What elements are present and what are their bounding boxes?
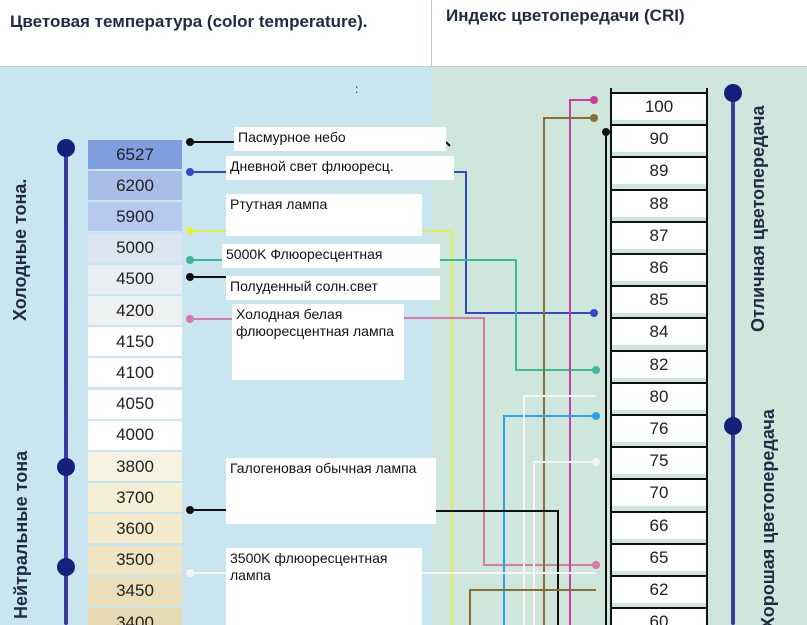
temperature-cell: 5000: [88, 233, 182, 263]
overcast-arrow: [445, 141, 451, 147]
good-cri-marker: [724, 417, 742, 435]
cold-tones-label: Холодные тона.: [10, 178, 30, 321]
temperature-cell: 3600: [88, 514, 182, 544]
cri-cell: 76: [612, 414, 706, 442]
daylight-dot-left: [186, 168, 194, 176]
label-halogen-lamp: Галогеновая обычная лампа: [226, 458, 436, 524]
temperature-cell: 4100: [88, 358, 182, 388]
coolwhite-dot-left: [186, 315, 194, 323]
daylight-dot-right: [590, 309, 598, 317]
temperature-cell: 4000: [88, 420, 182, 450]
cri-column-left-border: [610, 88, 612, 625]
fluor5000-connector: [440, 259, 596, 371]
cri-100-dot: [590, 96, 598, 104]
cri-cell: 62: [612, 575, 706, 603]
good-cri-label: Хорошая цветопередача: [758, 409, 778, 625]
temperature-scale-line: [64, 146, 68, 625]
cri-cell: 85: [612, 285, 706, 314]
cri-62-connector: [469, 589, 596, 625]
halogen-dot: [186, 506, 194, 514]
cri-90-dot: [602, 128, 610, 136]
label-noon-sunlight: Полуденный солн.свет: [226, 276, 440, 300]
cri-scale-line: [731, 90, 735, 625]
color-temperature-header: Цветовая температура (color temperature)…: [0, 0, 432, 67]
cri-cell: 89: [612, 156, 706, 185]
cri-75-connector: [533, 461, 596, 625]
label-3500k-fluorescent: 3500K флюоресцентная лампа: [226, 548, 422, 625]
halogen-connector: [436, 510, 559, 625]
neutral-tones-label: Нейтральные тона: [11, 450, 31, 619]
label-overcast-sky: Пасмурное небо: [234, 127, 446, 151]
temperature-cell: 4200: [88, 296, 182, 325]
fluor5000-dot-right: [592, 366, 600, 374]
cri-cell: 80: [612, 381, 706, 410]
neutral-tones-marker-1: [57, 458, 75, 476]
label-5000k-fluorescent: 5000K Флюоресцентная: [222, 244, 440, 268]
temperature-cell: 4050: [88, 389, 182, 419]
coolwhite-dot-right: [592, 561, 600, 569]
label-daylight-fluorescent: Дневной свет флюоресц.: [226, 156, 454, 180]
noon-dot: [186, 273, 194, 281]
cri-100-connector: [569, 99, 594, 625]
cri-cell: 66: [612, 510, 706, 539]
cri-80-connector: [523, 395, 596, 625]
label-mercury-lamp: Ртутная лампа: [226, 194, 422, 236]
cri-cell: 75: [612, 446, 706, 475]
mercury-dot: [186, 227, 194, 235]
mercury-connector: [422, 230, 453, 625]
cri-cell: 86: [612, 253, 706, 281]
cri-cell: 84: [612, 317, 706, 346]
cri-76-connector: [503, 415, 596, 625]
temperature-cell: 6527: [88, 140, 182, 169]
temperature-cell: 4500: [88, 264, 182, 294]
temperature-cell: 3800: [88, 452, 182, 481]
cri-olive-connector: [543, 117, 594, 625]
temperature-cell: 3700: [88, 483, 182, 513]
fluor5000-dot-left: [186, 256, 194, 264]
label-cool-white-fluorescent: Холодная белая флюоресцентная лампа: [232, 304, 404, 380]
excellent-cri-label: Отличная цветопередача: [748, 105, 768, 333]
cri-cell: 60: [612, 607, 706, 625]
cri-title: Индекс цветопередачи (CRI): [446, 6, 685, 25]
cold-tones-marker: [57, 139, 75, 157]
overcast-dot: [186, 138, 194, 146]
fluor3500-dot: [186, 569, 194, 577]
cri-75-dot: [592, 458, 600, 466]
daylight-connector: [454, 171, 594, 314]
temperature-cell: 6200: [88, 171, 182, 201]
temperature-cell: 3450: [88, 576, 182, 606]
cri-76-dot: [592, 412, 600, 420]
excellent-cri-marker: [724, 84, 742, 102]
cri-cell: 100: [612, 92, 706, 120]
cri-cell: 88: [612, 188, 706, 217]
colon-mark: :: [355, 82, 359, 96]
cri-cell: 65: [612, 542, 706, 571]
cri-cell: 70: [612, 478, 706, 507]
cri-cell: 82: [612, 349, 706, 378]
temperature-cell: 5900: [88, 202, 182, 232]
color-temperature-title: Цветовая температура (color temperature)…: [10, 12, 368, 31]
neutral-tones-marker-2: [57, 558, 75, 576]
temperature-cell: 3400: [88, 608, 182, 625]
temperature-cell: 4150: [88, 327, 182, 357]
temperature-cell: 3500: [88, 545, 182, 575]
cri-cell: 87: [612, 220, 706, 249]
cri-column-right-border: [706, 88, 708, 625]
cri-header: Индекс цветопередачи (CRI): [432, 0, 807, 67]
cri-cell: 90: [612, 124, 706, 153]
cri-olive-dot: [590, 114, 598, 122]
coolwhite-connector: [404, 317, 596, 566]
